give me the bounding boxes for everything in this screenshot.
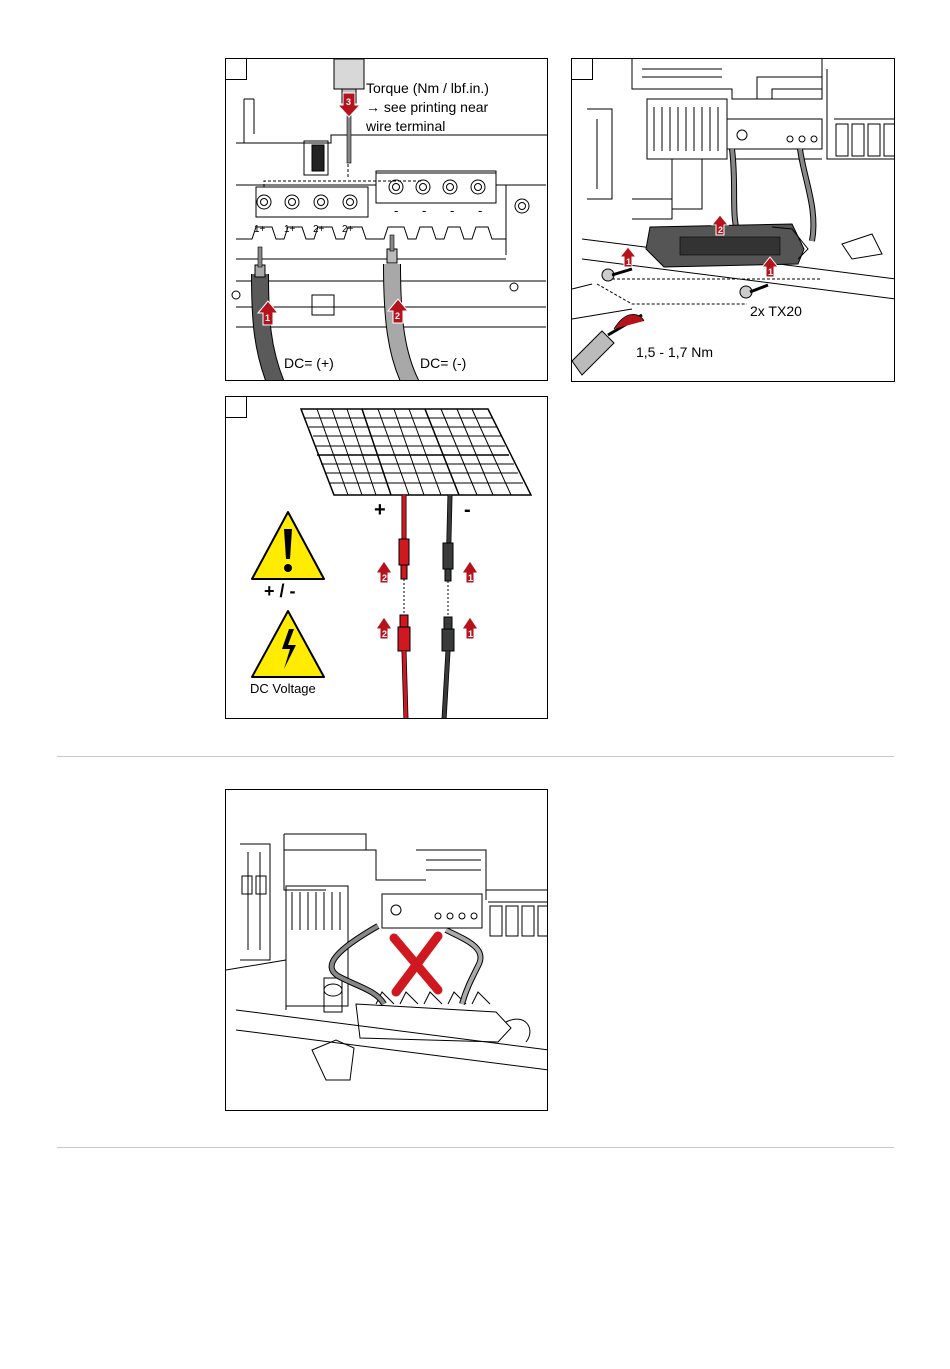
- section-divider: [57, 756, 894, 757]
- plus-minus-label: + / -: [264, 581, 296, 602]
- svg-text:2: 2: [718, 225, 723, 235]
- terminal-label-minus-d: -: [478, 203, 482, 219]
- svg-text:2: 2: [382, 573, 387, 583]
- step-number-box: [226, 397, 247, 418]
- terminal-label-plus-2b: 2+: [342, 222, 353, 238]
- figure-pv-module-connectors: 2 1 2 1 + - + / - DC Voltage: [225, 396, 548, 719]
- solar-array-icon: [301, 409, 531, 495]
- torque-note-line-2: → see printing near: [366, 98, 488, 116]
- terminal-label-plus-2a: 2+: [313, 222, 324, 238]
- figure-dc-terminal-connection: 1 2 3 Torque (Nm / lbf.in.) → see printi…: [225, 58, 548, 381]
- step-arrow-2-upper-icon: 2: [376, 561, 392, 583]
- svg-text:1: 1: [468, 573, 473, 583]
- screw-type-label: 2x TX20: [750, 302, 802, 320]
- svg-text:2: 2: [395, 311, 400, 321]
- figure-strain-relief-mounting: 1 1 2 2x TX20 1,5 - 1,7 Nm: [571, 58, 895, 382]
- terminal-label-plus-1b: 1+: [284, 222, 295, 238]
- incorrect-cross-icon: [394, 936, 438, 992]
- tightening-torque-label: 1,5 - 1,7 Nm: [636, 343, 713, 361]
- dc-voltage-label: DC Voltage: [250, 681, 316, 697]
- step-arrow-1-upper-icon: 1: [462, 561, 478, 583]
- svg-text:3: 3: [346, 97, 351, 107]
- svg-text:1: 1: [265, 313, 270, 323]
- step-number-box: [226, 59, 247, 80]
- dc-plus-label: DC= (+): [284, 354, 334, 372]
- high-voltage-warning-icon: [252, 611, 324, 677]
- svg-text:2: 2: [382, 629, 387, 639]
- dc-minus-label: DC= (-): [420, 354, 466, 372]
- step-arrow-2-lower-icon: 2: [376, 617, 392, 639]
- incorrect-routing-illustration: [226, 790, 548, 1111]
- torque-note-line-3: wire terminal: [366, 117, 445, 135]
- step-arrow-1-lower-icon: 1: [462, 617, 478, 639]
- svg-text:1: 1: [468, 629, 473, 639]
- svg-text:1: 1: [626, 257, 631, 267]
- polarity-plus-label: +: [374, 499, 386, 522]
- torque-note-line-1: Torque (Nm / lbf.in.): [366, 79, 489, 97]
- section-divider-bottom: [57, 1147, 894, 1148]
- svg-text:1: 1: [768, 267, 773, 277]
- warning-exclamation-icon: [252, 512, 324, 579]
- terminal-label-minus-b: -: [422, 203, 426, 219]
- terminal-label-minus-a: -: [394, 203, 398, 219]
- terminal-label-minus-c: -: [450, 203, 454, 219]
- pv-connectors-illustration: 2 1 2 1: [226, 397, 548, 719]
- terminal-label-plus-1a: 1+: [254, 222, 265, 238]
- step-number-box: [572, 59, 593, 80]
- figure-incorrect-cable-routing: [225, 789, 548, 1111]
- polarity-minus-label: -: [464, 499, 471, 522]
- step-arrow-3-icon: 3: [338, 93, 360, 117]
- strain-relief-illustration: 1 1 2: [572, 59, 895, 382]
